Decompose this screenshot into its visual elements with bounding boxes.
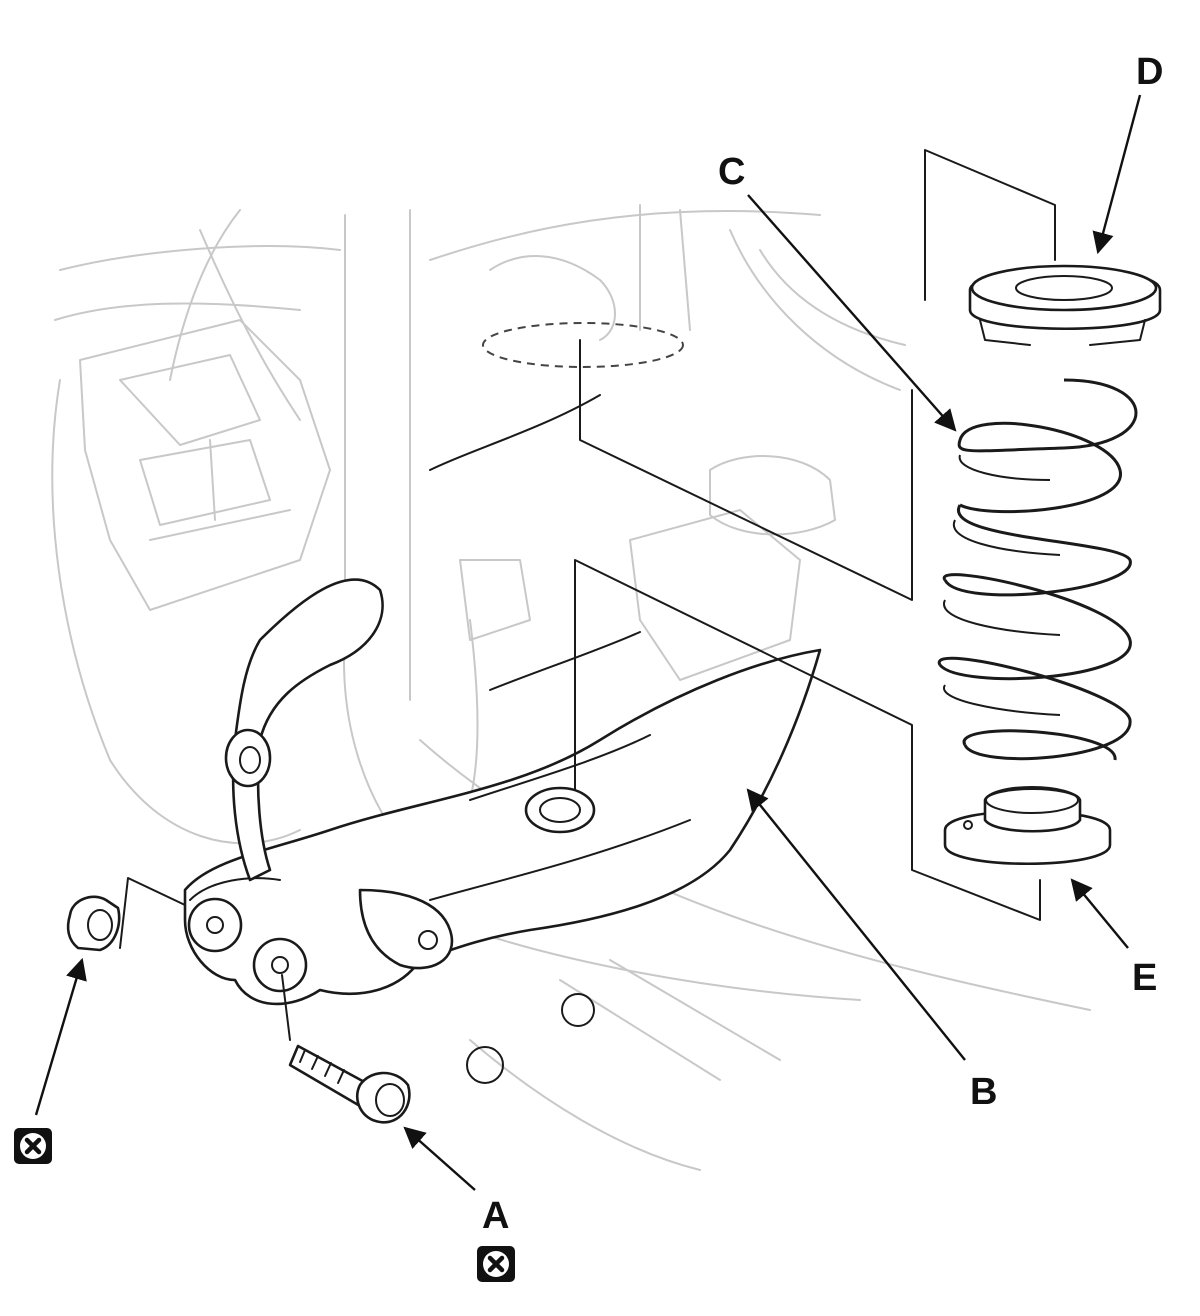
flange-nut: [66, 877, 186, 952]
upper-link: [224, 578, 384, 882]
lower-arm: [183, 648, 822, 1006]
upper-spring-seat: [968, 264, 1162, 346]
callout-label-c: C: [718, 151, 745, 193]
body-reference-line-lower: [489, 631, 641, 691]
callout-label-d: D: [1136, 51, 1163, 93]
callout-label-a: A: [482, 1195, 509, 1237]
boxed-x-icon: [14, 1128, 52, 1164]
callout-label-b: B: [970, 1071, 997, 1113]
coil-spring: [938, 378, 1138, 761]
spring-seat-location-outline: [482, 322, 684, 368]
frame-bushings: [466, 993, 595, 1084]
lower-spring-seat: [943, 786, 1112, 865]
flange-bolt: [281, 974, 411, 1124]
body-reference-line: [429, 394, 601, 471]
background-chassis-outline: [51, 204, 1091, 1171]
boxed-x-icon: [477, 1246, 515, 1282]
callout-arrows: [34, 94, 1142, 1191]
callout-label-e: E: [1132, 957, 1157, 999]
reference-leaders: [574, 149, 1056, 921]
